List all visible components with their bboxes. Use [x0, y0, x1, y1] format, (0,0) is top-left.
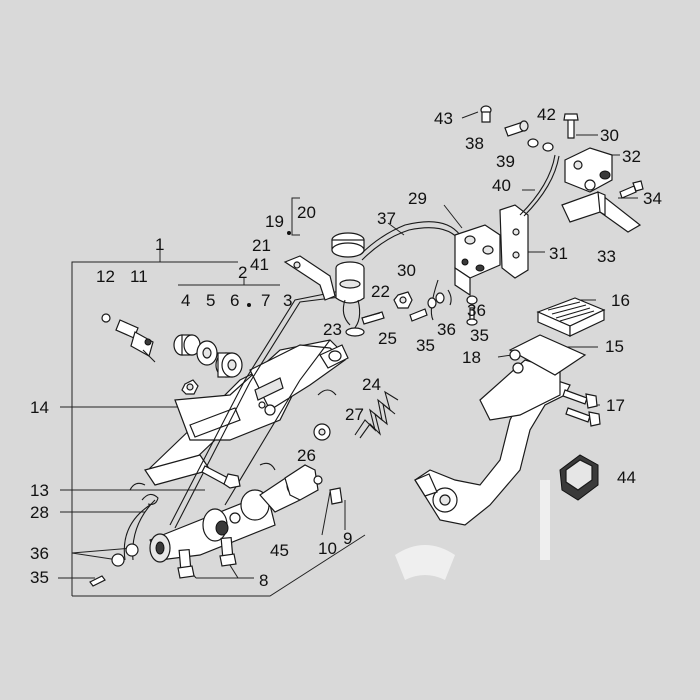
- top-fittings: [480, 105, 579, 152]
- reservoir: [331, 232, 365, 337]
- pipe-40: [519, 154, 560, 217]
- callout-c2: 2: [238, 263, 247, 282]
- callout-c15: 15: [605, 337, 624, 356]
- bracket-33: [561, 191, 642, 233]
- watermark: [395, 480, 550, 580]
- marker-dot: [247, 303, 251, 307]
- callout-c26: 26: [297, 446, 316, 465]
- callout-c9: 9: [343, 529, 352, 548]
- screw-22: [361, 311, 385, 325]
- fittings-35-36: [409, 289, 478, 326]
- valve-32: [564, 147, 613, 193]
- callout-c22: 22: [371, 282, 390, 301]
- pedal-pad-16: [536, 297, 606, 337]
- callout-c21: 21: [252, 236, 271, 255]
- callout-c17: 17: [606, 396, 625, 415]
- callout-c39: 39: [496, 152, 515, 171]
- callout-c24: 24: [362, 375, 381, 394]
- callout-c31: 31: [549, 244, 568, 263]
- callout-c42: 42: [537, 105, 556, 124]
- callout-c8: 8: [259, 571, 268, 590]
- callout-c35a: 35: [30, 568, 49, 587]
- callout-c1: 1: [155, 235, 164, 254]
- callout-c10: 10: [318, 539, 337, 558]
- callout-c12: 12: [96, 267, 115, 286]
- callout-c4: 4: [181, 291, 190, 310]
- callout-c35c: 35: [470, 326, 489, 345]
- rubber-44: [559, 454, 599, 501]
- switch: [101, 313, 156, 363]
- washers-18: [509, 349, 524, 374]
- callout-c16: 16: [611, 291, 630, 310]
- callout-c3: 3: [283, 291, 292, 310]
- callout-c30a: 30: [397, 261, 416, 280]
- brake-rod: [169, 289, 349, 529]
- callout-c33: 33: [597, 247, 616, 266]
- callout-c18: 18: [462, 348, 481, 367]
- clip-28: [141, 493, 159, 505]
- callout-c5: 5: [206, 291, 215, 310]
- bolts-17: [562, 389, 601, 427]
- brake-pedal: [414, 334, 587, 526]
- callout-c27: 27: [345, 405, 364, 424]
- callout-c36a: 36: [30, 544, 49, 563]
- bolt-13: [201, 465, 241, 489]
- callout-c23: 23: [323, 320, 342, 339]
- link-24: [319, 344, 349, 369]
- callout-c29: 29: [408, 189, 427, 208]
- bolts-8: [177, 536, 237, 579]
- callout-c7: 7: [261, 291, 270, 310]
- callout-c28: 28: [30, 503, 49, 522]
- callout-c20: 20: [297, 203, 316, 222]
- callout-c40: 40: [492, 176, 511, 195]
- callout-c37: 37: [377, 209, 396, 228]
- callout-c14: 14: [30, 398, 49, 417]
- callout-c41: 41: [250, 255, 269, 274]
- callout-c25: 25: [378, 329, 397, 348]
- callout-c6: 6: [230, 291, 239, 310]
- spring-27: [313, 390, 399, 441]
- valve-29: [454, 224, 501, 297]
- callout-c35b: 35: [416, 336, 435, 355]
- lower-hose: [89, 482, 156, 587]
- bracket-31: [499, 204, 529, 279]
- bolt-34: [619, 180, 644, 199]
- callout-c11: 11: [130, 267, 148, 286]
- bracket-21: [283, 255, 336, 301]
- callout-c32: 32: [622, 147, 641, 166]
- callout-c36b: 36: [467, 301, 486, 320]
- clip-23: [317, 389, 337, 396]
- callout-c44: 44: [617, 468, 636, 487]
- bushings: [173, 334, 243, 378]
- callout-c30b: 30: [600, 126, 619, 145]
- marker-dot: [287, 231, 291, 235]
- clevis-26: [259, 462, 343, 505]
- callout-c34: 34: [643, 189, 662, 208]
- nut-14: [181, 379, 199, 395]
- pedal-bracket: [144, 339, 346, 486]
- callout-c38: 38: [465, 134, 484, 153]
- bolt-30-left: [393, 291, 413, 309]
- callout-c36c: 36: [437, 320, 456, 339]
- callout-c45: 45: [270, 541, 289, 560]
- callout-c43: 43: [434, 109, 453, 128]
- callout-c19: 19: [265, 212, 284, 231]
- callout-c13: 13: [30, 481, 49, 500]
